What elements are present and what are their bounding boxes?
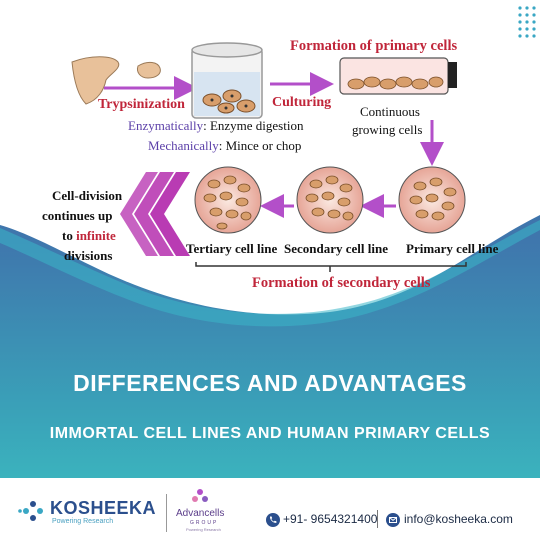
chevron-arrows-icon	[120, 172, 190, 256]
accent-wave	[0, 220, 540, 327]
label-tertiary-cell-line: Tertiary cell line	[186, 241, 277, 256]
bracket-under-cell-lines	[195, 262, 467, 272]
left-text-line3: to infinite	[62, 228, 116, 243]
label-formation-primary: Formation of primary cells	[290, 38, 457, 54]
kosheeka-logo-icon	[18, 501, 43, 521]
tertiary-cell-circle	[194, 166, 262, 234]
phone-icon	[266, 513, 280, 527]
secondary-cell-circle	[296, 166, 364, 234]
brand-tagline: Powering Research	[52, 518, 114, 525]
left-text-infinite: infinite	[76, 228, 116, 243]
left-text-to: to	[62, 228, 76, 243]
beaker	[191, 42, 263, 119]
advancells-logo-icon	[192, 489, 208, 502]
enzymatically-value: : Enzyme digestion	[203, 118, 304, 133]
label-culturing: Culturing	[272, 95, 331, 110]
brand-name: KOSHEEKA	[50, 498, 157, 518]
partner-name: Advancells	[176, 508, 225, 519]
label-formation-secondary: Formation of secondary cells	[252, 275, 431, 291]
label-continuous: Continuous	[360, 104, 420, 119]
page-title: DIFFERENCES AND ADVANTAGES	[73, 370, 467, 396]
primary-cell-circle	[398, 166, 466, 234]
partner-tagline: Powering Research	[186, 527, 221, 532]
enzymatically-key: Enzymatically	[128, 118, 204, 133]
dot-grid-decoration	[518, 6, 536, 38]
culture-flask	[339, 57, 457, 95]
contact-divider	[377, 510, 378, 528]
email-icon	[386, 513, 400, 527]
left-text-line4: divisions	[64, 248, 112, 263]
label-growing-cells: growing cells	[352, 122, 422, 137]
label-enzymatically: Enzymatically: Enzyme digestion	[128, 118, 304, 133]
mechanically-key: Mechanically	[148, 138, 219, 153]
footer-bar: KOSHEEKA Powering Research Advancells GR…	[0, 478, 540, 540]
label-secondary-cell-line: Secondary cell line	[284, 241, 388, 256]
email-address[interactable]: info@kosheeka.com	[404, 512, 513, 526]
label-trypsinization: Trypsinization	[98, 97, 185, 112]
partner-group: GROUP	[190, 520, 219, 526]
label-mechanically: Mechanically: Mince or chop	[148, 138, 301, 153]
logo-divider	[166, 494, 167, 532]
tissue-sample	[71, 56, 120, 105]
page-subtitle: IMMORTAL CELL LINES AND HUMAN PRIMARY CE…	[49, 425, 491, 442]
label-primary-cell-line: Primary cell line	[406, 241, 499, 256]
left-text-line2: continues up	[42, 208, 112, 223]
mechanically-value: : Mince or chop	[219, 138, 302, 153]
left-text-line1: Cell-division	[52, 188, 123, 203]
phone-number[interactable]: +91- 9654321400	[283, 512, 378, 526]
tissue-piece	[137, 61, 161, 79]
